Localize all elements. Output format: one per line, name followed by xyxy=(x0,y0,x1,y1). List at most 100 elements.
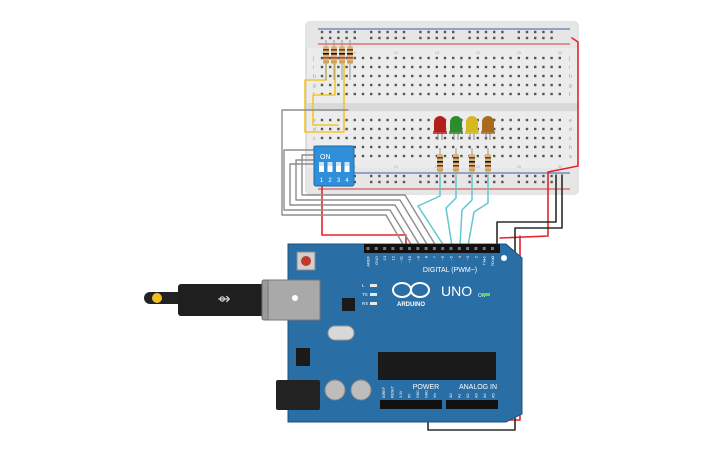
hole[interactable] xyxy=(361,145,365,149)
hole[interactable] xyxy=(337,74,340,78)
rail-hole[interactable] xyxy=(394,174,397,178)
header-pin[interactable] xyxy=(432,247,436,250)
rail-hole[interactable] xyxy=(386,180,389,184)
hole[interactable] xyxy=(337,118,340,122)
header-pin[interactable] xyxy=(366,247,370,250)
hole[interactable] xyxy=(460,136,463,140)
top-resistors[interactable] xyxy=(323,40,353,80)
rail-hole[interactable] xyxy=(534,180,537,184)
hole[interactable] xyxy=(370,65,373,69)
hole[interactable] xyxy=(427,74,430,78)
hole[interactable] xyxy=(493,56,496,60)
hole[interactable] xyxy=(370,145,373,149)
rail-hole[interactable] xyxy=(427,36,430,40)
hole[interactable] xyxy=(525,136,529,140)
hole[interactable] xyxy=(542,74,545,78)
reset-button-cap[interactable] xyxy=(301,256,311,266)
hole[interactable] xyxy=(517,74,520,78)
hole[interactable] xyxy=(394,83,397,87)
breadboard[interactable]: jjiihhggffeeddccbbaa 1155101015152020252… xyxy=(305,21,579,195)
rail-hole[interactable] xyxy=(402,174,406,178)
hole[interactable] xyxy=(337,127,340,131)
hole[interactable] xyxy=(534,56,537,60)
hole[interactable] xyxy=(378,136,381,140)
hole[interactable] xyxy=(386,145,389,149)
hole[interactable] xyxy=(501,92,504,96)
hole[interactable] xyxy=(386,118,389,122)
hole[interactable] xyxy=(411,74,414,78)
hole[interactable] xyxy=(517,118,520,122)
usb-plug[interactable] xyxy=(178,284,266,316)
hole[interactable] xyxy=(353,83,356,87)
hole[interactable] xyxy=(468,92,471,96)
hole[interactable] xyxy=(468,56,471,60)
hole[interactable] xyxy=(378,83,381,87)
hole[interactable] xyxy=(501,74,504,78)
hole[interactable] xyxy=(411,118,414,122)
hole[interactable] xyxy=(402,145,406,149)
hole[interactable] xyxy=(353,65,356,69)
hole[interactable] xyxy=(501,154,504,158)
rail-hole[interactable] xyxy=(517,174,520,178)
hole[interactable] xyxy=(419,56,422,60)
hole[interactable] xyxy=(501,56,504,60)
hole[interactable] xyxy=(534,92,537,96)
hole[interactable] xyxy=(361,56,365,60)
hole[interactable] xyxy=(517,154,520,158)
hole[interactable] xyxy=(542,127,545,131)
hole[interactable] xyxy=(435,154,438,158)
hole[interactable] xyxy=(411,154,414,158)
rail-hole[interactable] xyxy=(378,180,381,184)
hole[interactable] xyxy=(501,145,504,149)
hole[interactable] xyxy=(550,118,553,122)
hole[interactable] xyxy=(460,154,463,158)
hole[interactable] xyxy=(353,74,356,78)
hole[interactable] xyxy=(419,154,422,158)
hole[interactable] xyxy=(435,145,438,149)
hole[interactable] xyxy=(345,83,348,87)
wire-gray-5[interactable] xyxy=(281,109,405,247)
hole[interactable] xyxy=(550,65,553,69)
hole[interactable] xyxy=(493,136,496,140)
hole[interactable] xyxy=(320,118,324,122)
hole[interactable] xyxy=(370,56,373,60)
hole[interactable] xyxy=(386,154,389,158)
hole[interactable] xyxy=(517,136,520,140)
rail-hole[interactable] xyxy=(525,30,529,34)
hole[interactable] xyxy=(443,56,447,60)
hole[interactable] xyxy=(353,92,356,96)
hole[interactable] xyxy=(493,65,496,69)
hole[interactable] xyxy=(452,92,455,96)
rail-hole[interactable] xyxy=(542,174,545,178)
hole[interactable] xyxy=(493,127,496,131)
hole[interactable] xyxy=(534,83,537,87)
wire-cyan-2[interactable] xyxy=(445,177,457,247)
hole[interactable] xyxy=(320,65,324,69)
header-pin[interactable] xyxy=(449,247,453,250)
hole[interactable] xyxy=(320,56,324,60)
hole[interactable] xyxy=(509,92,512,96)
hole[interactable] xyxy=(443,154,447,158)
hole[interactable] xyxy=(435,65,438,69)
hole[interactable] xyxy=(525,118,529,122)
rail-hole[interactable] xyxy=(493,180,496,184)
hole[interactable] xyxy=(443,65,447,69)
hole[interactable] xyxy=(525,92,529,96)
hole[interactable] xyxy=(320,136,324,140)
header-pin[interactable] xyxy=(482,247,486,250)
hole[interactable] xyxy=(476,92,479,96)
rail-hole[interactable] xyxy=(419,30,422,34)
hole[interactable] xyxy=(345,92,348,96)
header-pin[interactable] xyxy=(383,247,387,250)
hole[interactable] xyxy=(493,92,496,96)
hole[interactable] xyxy=(525,74,529,78)
header-pin[interactable] xyxy=(441,247,445,250)
hole[interactable] xyxy=(419,65,422,69)
hole[interactable] xyxy=(411,83,414,87)
hole[interactable] xyxy=(542,118,545,122)
hole[interactable] xyxy=(501,118,504,122)
hole[interactable] xyxy=(320,83,324,87)
hole[interactable] xyxy=(394,136,397,140)
hole[interactable] xyxy=(320,74,324,78)
hole[interactable] xyxy=(370,83,373,87)
